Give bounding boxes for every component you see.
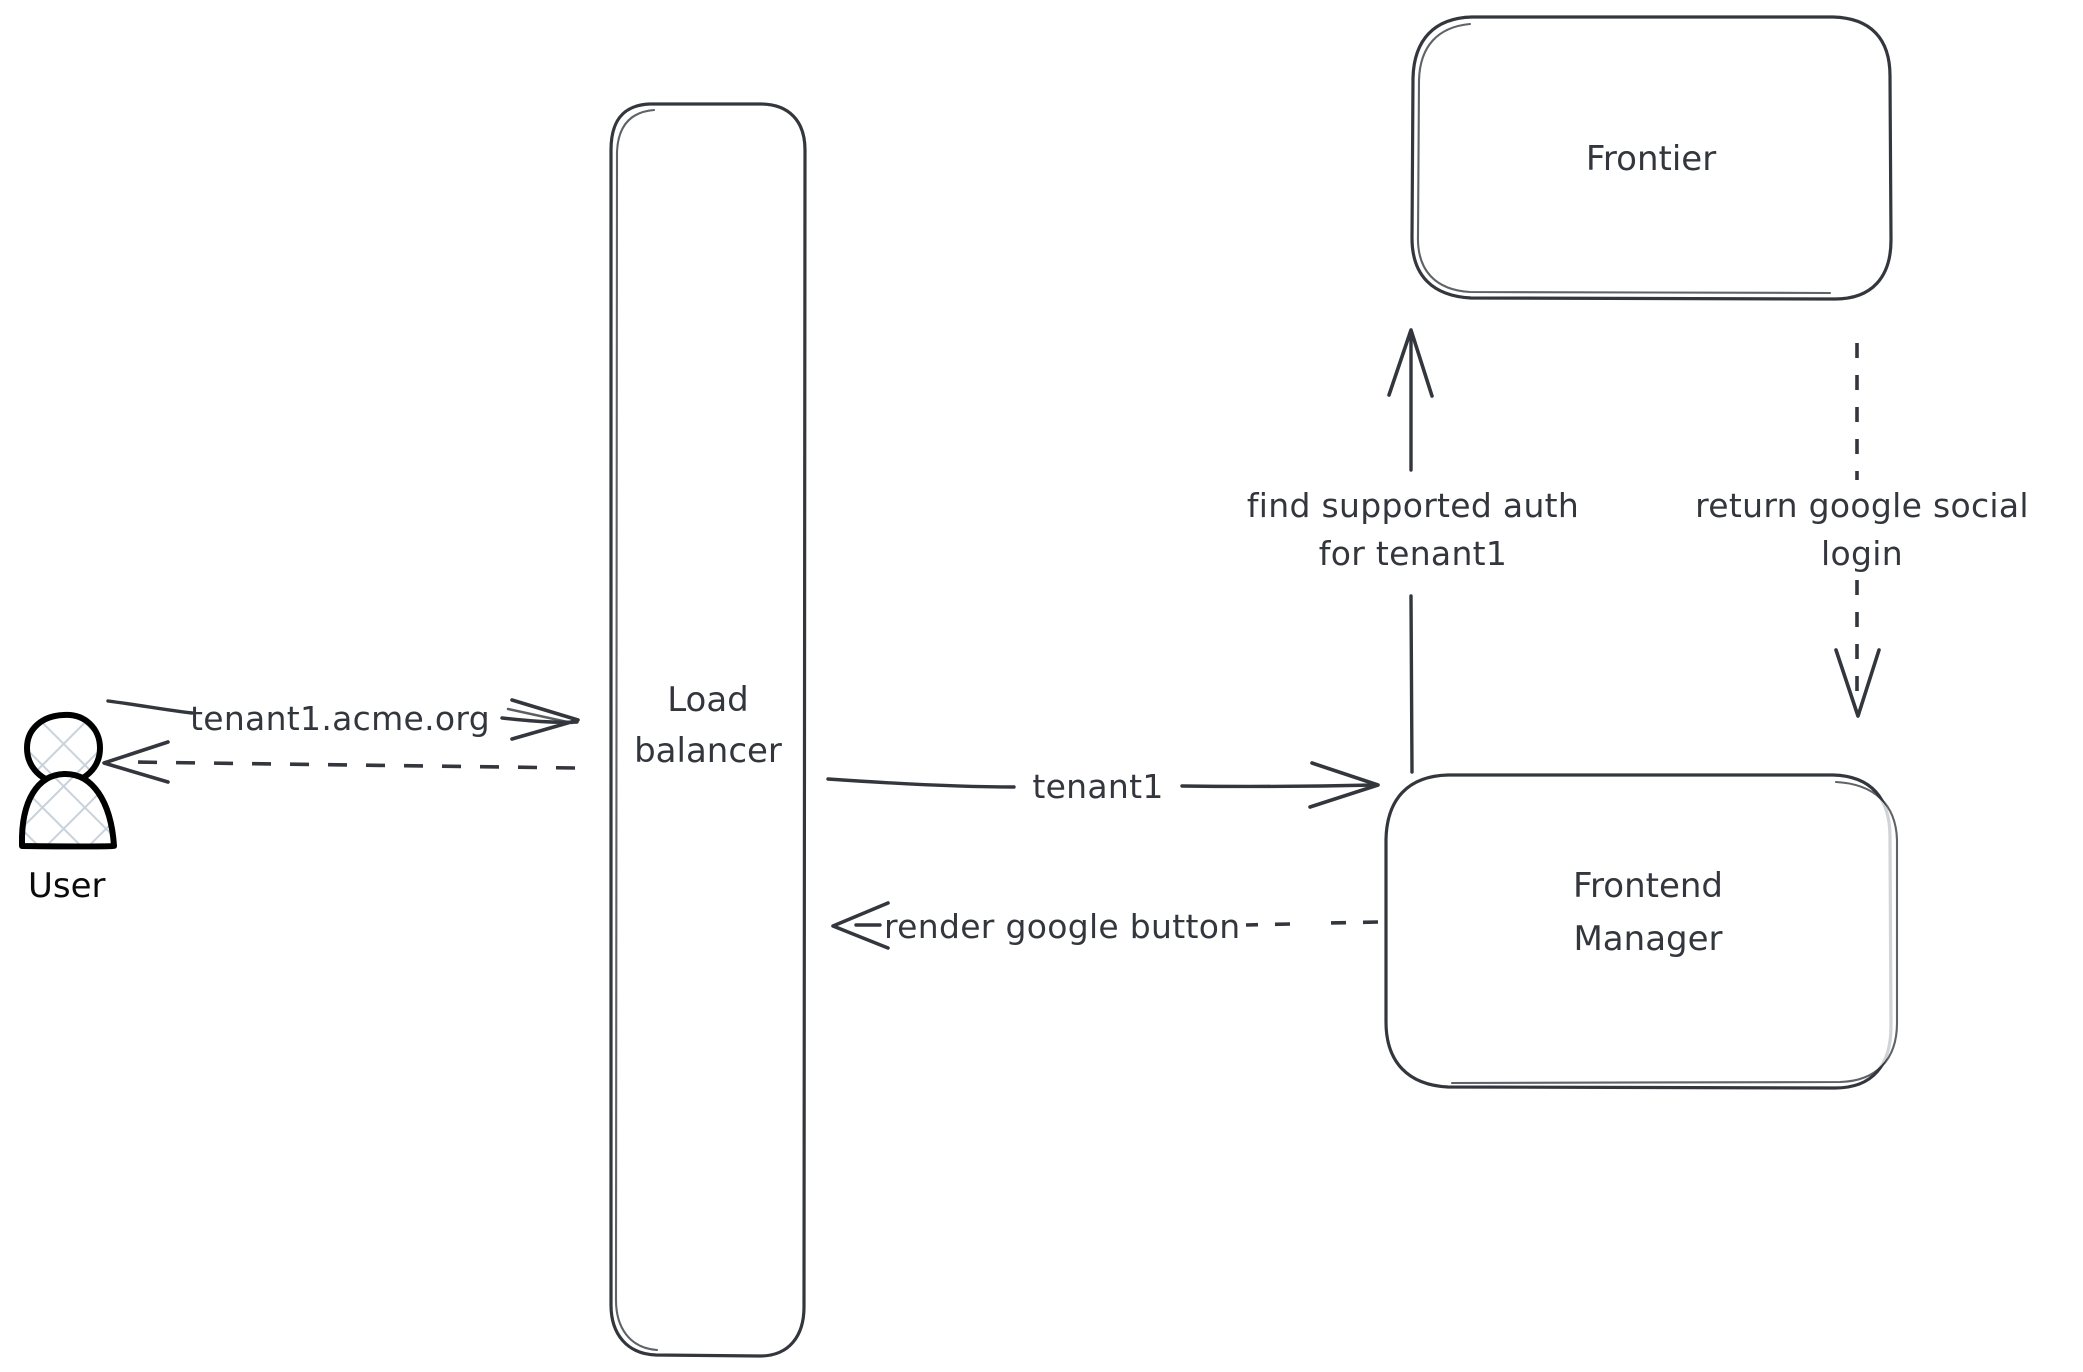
load-balancer-label-line2: balancer	[634, 731, 782, 771]
edge-frontend-manager-to-load-balancer[interactable]: render google button	[831, 901, 1379, 950]
edge-label-tenant1-acme-org: tenant1.acme.org	[190, 699, 490, 738]
frontier-node[interactable]: Frontier	[1410, 15, 1893, 301]
frontend-manager-node[interactable]: Frontend Manager	[1384, 773, 1899, 1090]
edge-label-return-google-social-line2: login	[1821, 534, 1903, 573]
user-actor-node[interactable]: User	[18, 711, 117, 906]
load-balancer-node[interactable]: Load balancer	[609, 102, 807, 1358]
edge-label-tenant1: tenant1	[1032, 767, 1163, 806]
user-actor-icon	[18, 711, 117, 850]
frontend-manager-label-line1: Frontend	[1573, 866, 1723, 906]
edge-user-to-load-balancer[interactable]: tenant1.acme.org	[106, 698, 580, 741]
frontier-label: Frontier	[1586, 139, 1716, 179]
edge-label-return-google-social-line1: return google social	[1695, 486, 2029, 525]
user-actor-label: User	[28, 866, 106, 906]
frontend-manager-label-line2: Manager	[1573, 919, 1722, 959]
edge-label-find-supported-auth-line2: for tenant1	[1319, 534, 1507, 573]
edge-frontier-to-frontend-manager[interactable]: return google social login	[1695, 343, 2029, 718]
edge-label-find-supported-auth-line1: find supported auth	[1247, 486, 1579, 525]
edge-load-balancer-to-frontend-manager[interactable]: tenant1	[826, 761, 1380, 809]
load-balancer-label-line1: Load	[667, 680, 749, 720]
edge-label-render-google-button: render google button	[884, 907, 1240, 946]
edge-load-balancer-to-user[interactable]	[102, 740, 576, 784]
edge-frontend-manager-to-frontier[interactable]: find supported auth for tenant1	[1247, 328, 1579, 774]
